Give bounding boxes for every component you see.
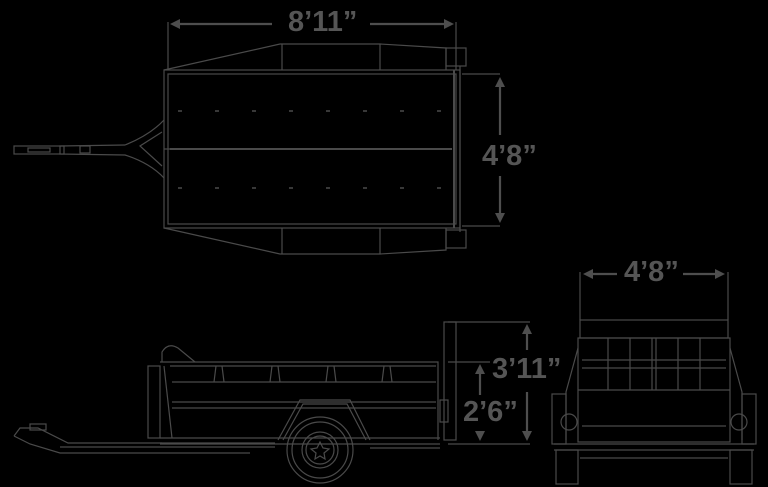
rear-width-label: 4’8”: [624, 256, 679, 288]
side-deck-height-label: 2’6”: [463, 396, 518, 428]
top-length-label: 8’11”: [288, 6, 358, 38]
rear-view: [551, 269, 757, 485]
top-view: [13, 19, 505, 255]
side-view: [13, 321, 532, 484]
top-width-label: 4’8”: [482, 140, 537, 172]
side-height-label: 3’11”: [492, 353, 562, 385]
